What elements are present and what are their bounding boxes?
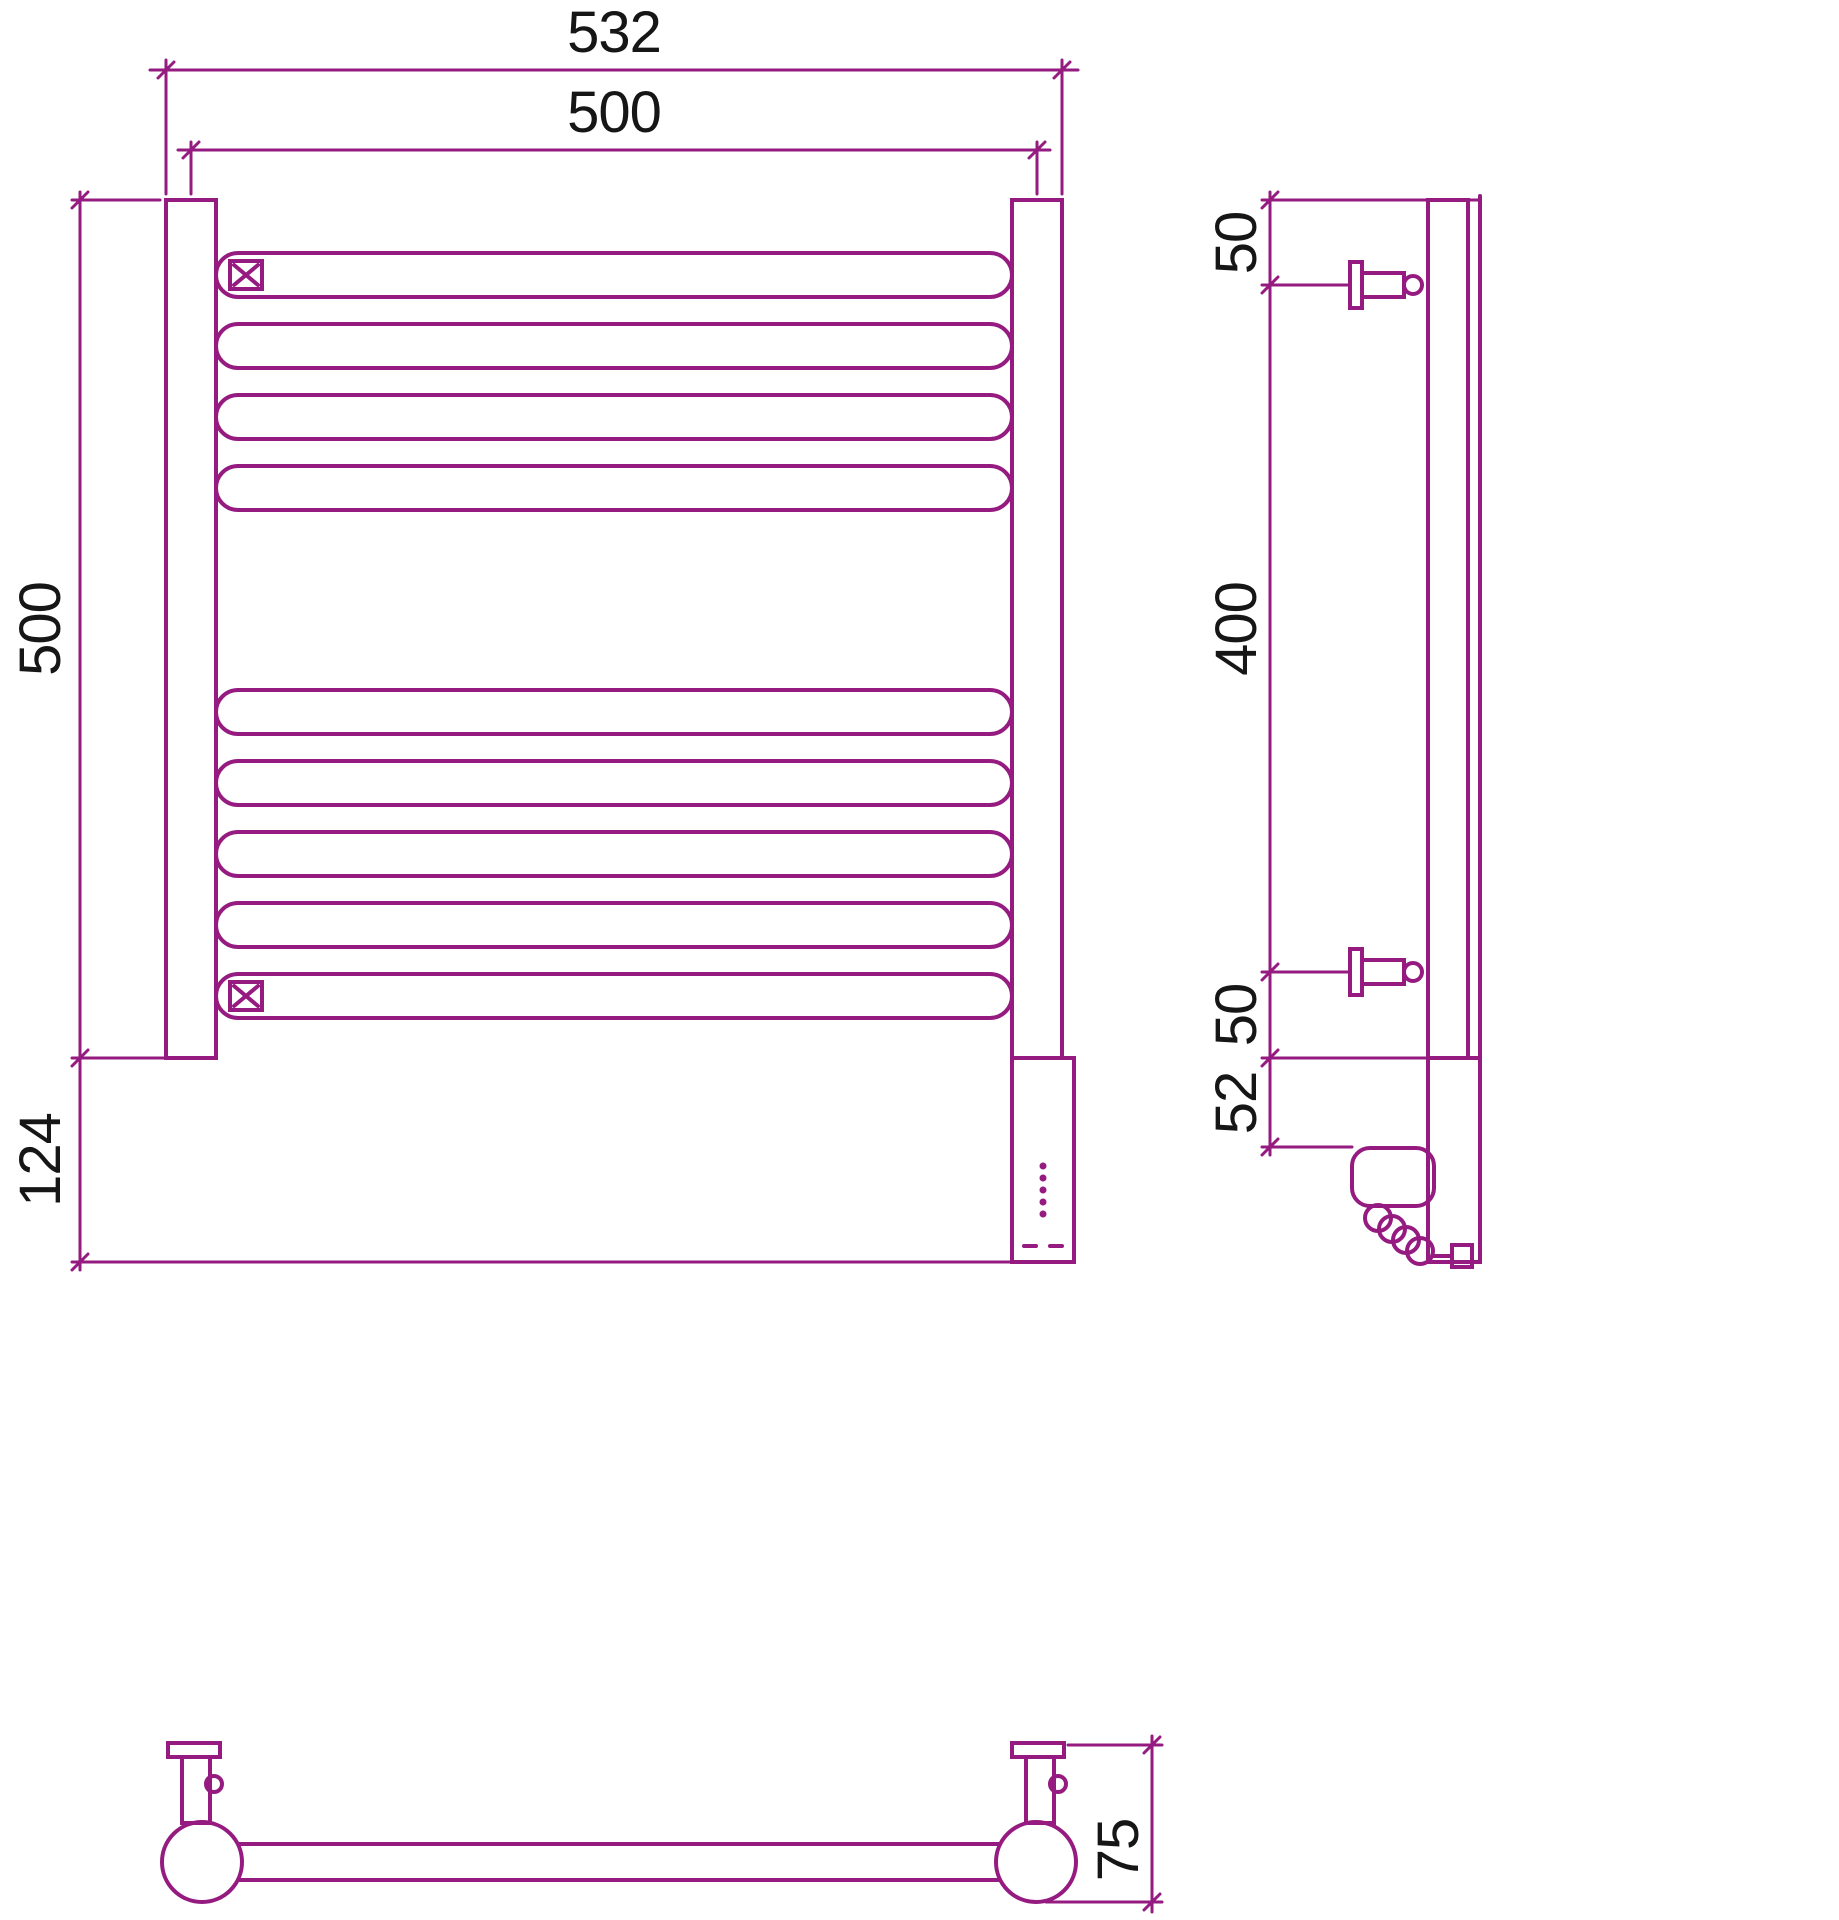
front-unit-height-dim: 124 xyxy=(8,1113,73,1207)
top-right-bracket-icon xyxy=(1010,1741,1068,1825)
rung xyxy=(214,251,1014,299)
air-vent-valve-bottom-icon xyxy=(228,980,264,1012)
side-dimension-lines xyxy=(1260,190,1480,1157)
top-view xyxy=(160,1734,1164,1914)
top-right-post-section xyxy=(994,1820,1078,1904)
side-top-offset-dim: 50 xyxy=(1204,212,1269,275)
dim-500-124-height-lines xyxy=(70,190,1076,1272)
top-dimension-lines xyxy=(1044,1734,1164,1914)
front-overall-width-dim: 532 xyxy=(567,0,661,65)
rung xyxy=(214,830,1014,878)
front-rail-height-dim: 500 xyxy=(8,582,73,676)
top-depth-dim: 75 xyxy=(1086,1819,1151,1882)
side-view xyxy=(1260,190,1482,1269)
right-post xyxy=(1010,198,1064,1060)
dim-532-lines xyxy=(148,58,1080,196)
led-indicator-dots xyxy=(1039,1162,1047,1218)
rung xyxy=(214,688,1014,736)
top-rung-bar xyxy=(198,1842,1040,1882)
side-post-tube xyxy=(1426,198,1470,1060)
top-rail-profile xyxy=(160,1820,1078,1904)
air-vent-valve-top-icon xyxy=(228,259,264,291)
power-unit-with-cable-icon xyxy=(1350,1146,1474,1269)
rung xyxy=(214,393,1014,441)
rung xyxy=(214,759,1014,807)
left-post xyxy=(164,198,218,1060)
front-dimension-lines xyxy=(70,58,1080,1272)
rung xyxy=(214,464,1014,512)
rungs-top-group xyxy=(214,251,1014,512)
rungs-bottom-group xyxy=(214,688,1014,1020)
heating-control-unit xyxy=(1010,1056,1076,1264)
side-bottom-offset-dim: 50 xyxy=(1204,984,1269,1047)
wall-bracket-top-icon xyxy=(1348,260,1424,310)
front-rail-body xyxy=(164,198,1076,1264)
side-rail-profile xyxy=(1426,194,1482,1264)
wall-bracket-bottom-icon xyxy=(1348,947,1424,997)
dim-500-width-lines xyxy=(176,140,1052,196)
front-view xyxy=(70,58,1080,1272)
rung xyxy=(214,972,1014,1020)
top-left-post-section xyxy=(160,1820,244,1904)
rung xyxy=(214,322,1014,370)
rung xyxy=(214,901,1014,949)
front-axes-width-dim: 500 xyxy=(567,80,661,145)
top-left-bracket-icon xyxy=(166,1741,224,1825)
side-control-unit xyxy=(1426,1056,1482,1264)
side-unit-drop-dim: 52 xyxy=(1204,1072,1269,1135)
drawing-geometry xyxy=(70,58,1482,1914)
side-bracket-spacing-dim: 400 xyxy=(1204,582,1269,676)
dimension-labels: 532 500 500 124 50 400 50 52 75 xyxy=(8,0,1269,1881)
